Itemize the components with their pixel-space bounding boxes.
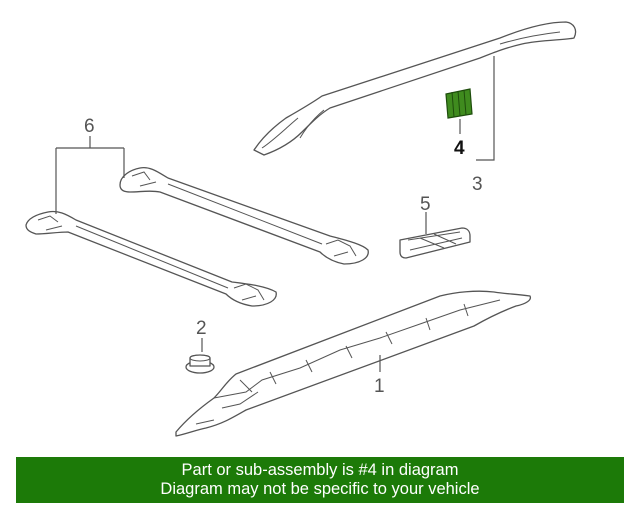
banner-line-disclaimer: Diagram may not be specific to your vehi… xyxy=(160,480,480,498)
part-roof-rail[interactable] xyxy=(175,290,532,437)
part-crossbar-upper[interactable] xyxy=(119,166,369,265)
callout-3: 3 xyxy=(472,174,483,195)
banner-line-part: Part or sub-assembly is #4 in diagram xyxy=(181,461,459,479)
callout-4: 4 xyxy=(454,138,465,159)
part-clip-highlighted[interactable] xyxy=(445,88,473,119)
part-pad[interactable] xyxy=(399,227,471,259)
callout-2: 2 xyxy=(196,318,207,339)
part-crossbar-lower[interactable] xyxy=(25,210,277,307)
callout-6: 6 xyxy=(84,116,95,137)
callout-1: 1 xyxy=(374,376,385,397)
callout-5: 5 xyxy=(420,194,431,215)
part-nut[interactable] xyxy=(185,354,215,374)
part-roof-rail-cover[interactable] xyxy=(253,21,577,156)
leader-lines xyxy=(55,56,495,372)
info-banner: Part or sub-assembly is #4 in diagram Di… xyxy=(16,457,624,503)
